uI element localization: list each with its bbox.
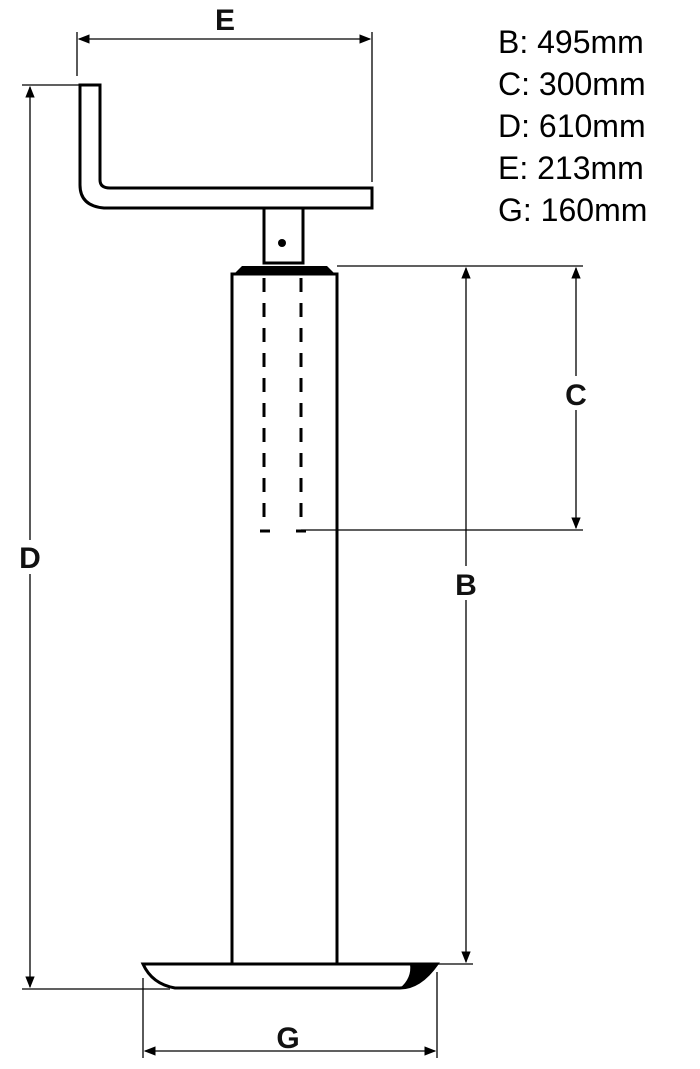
legend-d: D: 610mm [498,108,646,144]
legend-g: G: 160mm [498,192,647,228]
main-tube [230,272,339,966]
legend-b: B: 495mm [498,24,644,60]
foot-plate-shade [400,964,437,988]
neck-spindle [262,206,305,265]
dimension-c: C [301,265,594,531]
legend-e: E: 213mm [498,150,644,186]
label-b: B [455,569,477,602]
u-head-bracket [78,83,374,210]
dimension-g: G [142,972,438,1058]
dimension-b: B [437,266,483,965]
label-d: D [19,542,41,575]
inner-tube-hidden [260,278,306,533]
dimension-legend: B: 495mm C: 300mm D: 610mm E: 213mm G: 1… [498,24,647,228]
legend-c: C: 300mm [498,66,646,102]
label-c: C [565,379,587,412]
dimension-d: D [14,84,170,990]
dimension-e: E [76,4,373,182]
foot-plate [140,962,440,990]
label-g: G [276,1022,299,1055]
label-e: E [215,4,235,37]
pin-hole [278,239,286,247]
